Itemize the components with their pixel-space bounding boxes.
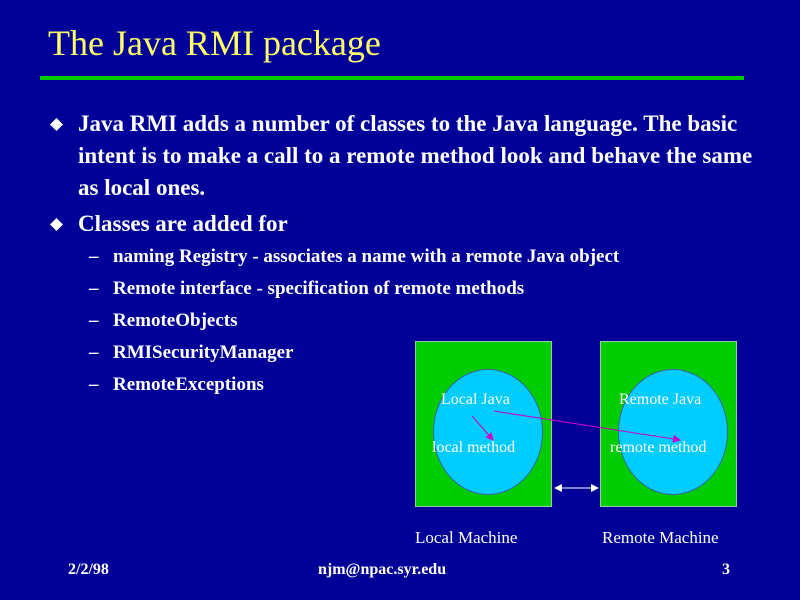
- remote-machine-box: [600, 341, 737, 507]
- remote-java-label: Remote Java: [619, 391, 702, 408]
- slide-title: The Java RMI package: [48, 23, 381, 63]
- footer-date: 2/2/98: [68, 561, 109, 578]
- sub-dash: –: [89, 278, 99, 299]
- sub-item-naming-registry: naming Registry - associates a name with…: [113, 246, 620, 267]
- local-method-label: local method: [432, 439, 516, 456]
- bullet-1: Java RMI adds a number of classes to the…: [78, 111, 753, 200]
- remote-call-arrow: [493, 410, 681, 443]
- sub-item-rmi-security-manager: RMISecurityManager: [113, 342, 294, 363]
- footer-page-number: 3: [722, 561, 730, 578]
- remote-machine-caption: Remote Machine: [602, 528, 719, 547]
- remote-method-label: remote method: [610, 439, 707, 456]
- sub-item-remote-interface: Remote interface - specification of remo…: [113, 278, 525, 299]
- sub-dash: –: [89, 310, 99, 331]
- footer-email: njm@npac.syr.edu: [318, 561, 447, 578]
- diamond-bullet-icon: [50, 218, 63, 231]
- local-java-label: Local Java: [441, 391, 510, 408]
- sub-dash: –: [89, 342, 99, 363]
- bullet-2: Classes are added for: [78, 211, 288, 236]
- local-call-arrow: [471, 415, 494, 441]
- sub-dash: –: [89, 374, 99, 395]
- local-jvm-ellipse: [433, 369, 543, 495]
- title-rule: [40, 76, 744, 80]
- local-machine-box: [415, 341, 552, 507]
- local-machine-caption: Local Machine: [415, 528, 518, 547]
- sub-dash: –: [89, 246, 99, 267]
- remote-jvm-ellipse: [618, 369, 728, 495]
- sub-item-remote-exceptions: RemoteExceptions: [113, 374, 264, 395]
- diamond-bullet-icon: [50, 118, 63, 131]
- sub-item-remote-objects: RemoteObjects: [113, 310, 238, 331]
